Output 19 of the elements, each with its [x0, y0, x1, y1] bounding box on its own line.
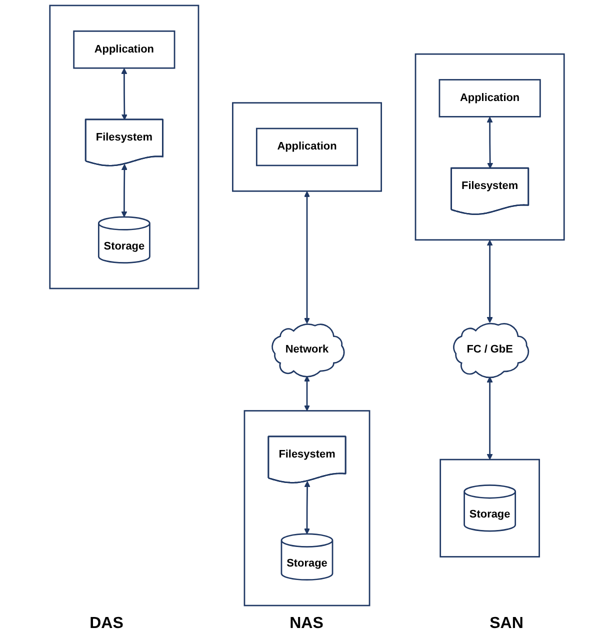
arrow — [304, 191, 310, 324]
cluster — [439, 458, 540, 558]
arrow — [120, 164, 127, 218]
cluster — [243, 410, 370, 606]
cluster — [48, 4, 199, 290]
cluster — [232, 102, 382, 192]
node-box: Application — [438, 79, 540, 118]
arrow — [486, 240, 492, 323]
arrow — [304, 376, 310, 412]
node-box: Application — [72, 30, 175, 69]
arrow — [486, 376, 492, 460]
column-caption: SAN — [490, 615, 524, 633]
arrow — [120, 68, 127, 120]
column-caption: NAS — [290, 615, 324, 633]
cluster — [414, 53, 564, 241]
arrow — [304, 481, 310, 534]
column-caption: DAS — [90, 615, 124, 633]
node-box: Application — [255, 128, 358, 166]
arrow — [486, 116, 493, 169]
